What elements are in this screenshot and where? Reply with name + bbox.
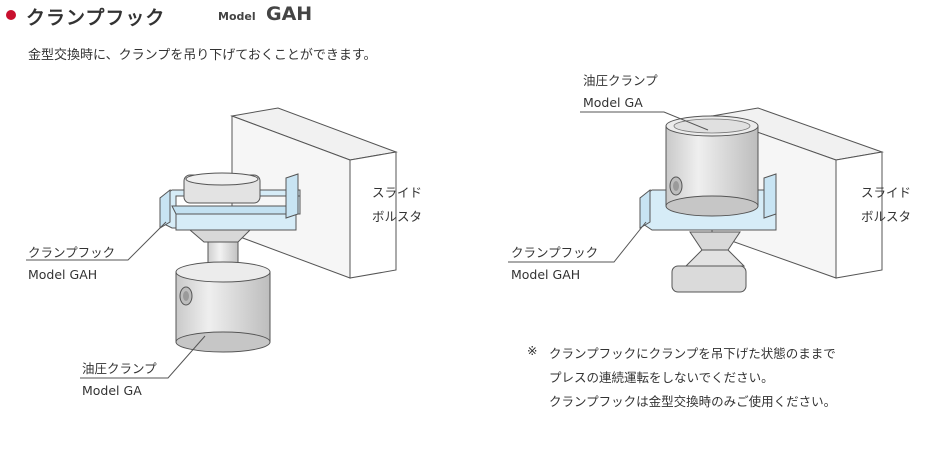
right-slide-label-2: ボルスタ bbox=[861, 209, 912, 224]
model-value: GAH bbox=[266, 3, 313, 25]
right-clamp-model: Model GA bbox=[583, 95, 643, 110]
right-figure bbox=[508, 107, 884, 293]
right-clamp-cylinder bbox=[665, 115, 759, 217]
left-hook-leader-line bbox=[26, 221, 167, 261]
right-hook-model: Model GAH bbox=[511, 267, 581, 282]
right-slide-label-1: スライド bbox=[861, 185, 912, 200]
left-hook bbox=[159, 173, 301, 231]
left-clamp-label: 油圧クランプ bbox=[82, 361, 157, 376]
note-line-2: プレスの連続運転をしないでください。 bbox=[549, 370, 774, 385]
left-slide-label-2: ボルスタ bbox=[372, 209, 423, 224]
model-label: Model bbox=[218, 10, 256, 23]
left-clamp-cylinder bbox=[175, 261, 271, 353]
right-clamp-pad bbox=[671, 231, 747, 293]
bullet-icon bbox=[6, 10, 16, 20]
left-hook-label: クランプフック bbox=[28, 245, 116, 260]
page-title: クランプフック bbox=[26, 7, 166, 29]
left-clamp-model: Model GA bbox=[82, 383, 142, 398]
left-clamp-leader-line bbox=[80, 335, 206, 379]
right-hook-label: クランプフック bbox=[511, 245, 599, 260]
note-line-3: クランプフックは金型交換時のみご使用ください。 bbox=[549, 394, 837, 409]
right-hook-leader-line bbox=[508, 221, 647, 263]
note-line-1: クランプフックにクランプを吊下げた状態のままで bbox=[549, 346, 836, 361]
left-slide-label-1: スライド bbox=[372, 185, 423, 200]
left-figure bbox=[26, 107, 398, 379]
title-row: クランプフック Model GAH bbox=[0, 0, 930, 30]
right-clamp-leader-line bbox=[580, 111, 709, 131]
left-clamp-head bbox=[183, 172, 261, 204]
subtitle: 金型交換時に、クランプを吊り下げておくことができます。 bbox=[28, 48, 377, 63]
right-clamp-label: 油圧クランプ bbox=[583, 73, 658, 88]
note-mark: ※ bbox=[527, 343, 538, 358]
left-hook-model: Model GAH bbox=[28, 267, 98, 282]
